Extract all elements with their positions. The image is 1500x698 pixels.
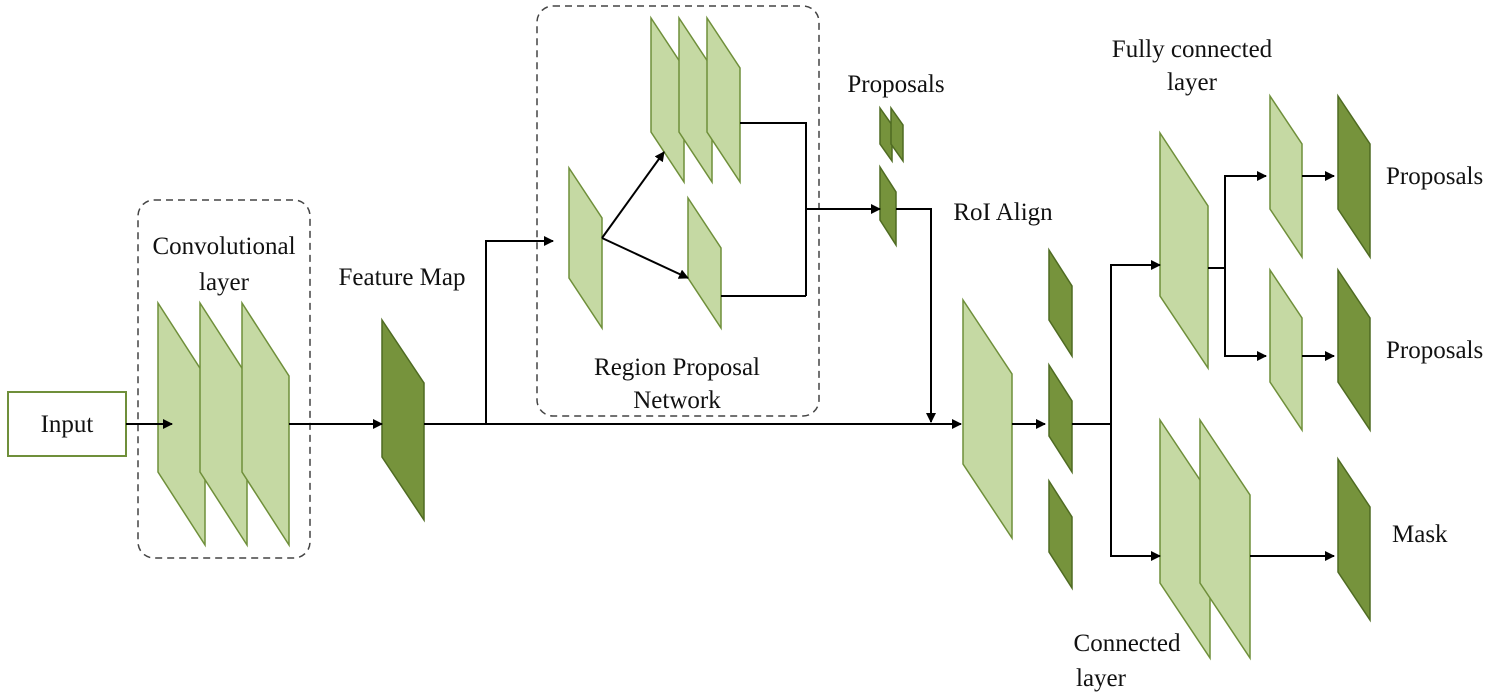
roi-feature-plane-3 bbox=[1048, 478, 1073, 591]
rpn-label-line1: Region Proposal bbox=[594, 354, 760, 381]
fc-label-line1: Fully connected bbox=[1112, 36, 1273, 63]
mask-plane bbox=[1337, 456, 1371, 623]
output-proposals-plane-1 bbox=[1337, 93, 1371, 260]
fc-layer-plane bbox=[1159, 130, 1209, 371]
mask-label: Mask bbox=[1392, 521, 1448, 548]
conv-layer-label-line1: Convolutional bbox=[152, 233, 295, 260]
roi-align-label: RoI Align bbox=[953, 199, 1053, 226]
rpn-cls-plane-2 bbox=[678, 15, 713, 185]
connected-layer-label-line1: Connected bbox=[1074, 630, 1181, 657]
line-cls-to-merge bbox=[740, 122, 807, 296]
proposals-plane bbox=[879, 164, 897, 248]
arrow-roi-to-connected bbox=[1110, 424, 1161, 561]
roi-align-plane bbox=[962, 297, 1013, 541]
fc-label-line2: layer bbox=[1167, 69, 1218, 96]
arrow-fc-to-reg bbox=[1224, 268, 1267, 361]
rpn-dashed-box bbox=[536, 5, 820, 417]
arrow-fc-to-cls bbox=[1224, 171, 1267, 268]
feature-map-plane bbox=[381, 317, 425, 523]
output-proposals-label-2: Proposals bbox=[1386, 337, 1483, 364]
roi-feature-plane-2 bbox=[1048, 362, 1073, 475]
conv-layer-dashed-box bbox=[137, 199, 311, 559]
rpn-cls-plane-1 bbox=[650, 15, 685, 185]
arrow-rpn-to-reg bbox=[601, 237, 689, 279]
arrow-proposals-to-roi-align bbox=[896, 208, 936, 423]
output-proposals-label-1: Proposals bbox=[1386, 163, 1483, 190]
output-proposals-plane-2 bbox=[1337, 267, 1371, 433]
conv-layer-plane-3 bbox=[241, 300, 290, 548]
input-label: Input bbox=[41, 411, 94, 438]
conv-layer-label-line2: layer bbox=[199, 269, 250, 296]
feature-map-label: Feature Map bbox=[338, 264, 465, 291]
proposals-small-plane-2 bbox=[890, 105, 904, 164]
input-box bbox=[7, 391, 127, 457]
proposals-small-plane-1 bbox=[879, 105, 893, 164]
rpn-input-plane bbox=[568, 165, 603, 331]
roi-feature-plane-1 bbox=[1048, 247, 1073, 359]
connected-layer-plane-2 bbox=[1199, 417, 1251, 661]
rpn-label-line2: Network bbox=[633, 387, 721, 414]
conv-layer-plane-2 bbox=[199, 300, 248, 548]
rpn-cls-plane-3 bbox=[706, 15, 741, 185]
connected-layer-plane-1 bbox=[1159, 417, 1211, 661]
arrow-feature-map-to-rpn bbox=[485, 236, 554, 424]
arrow-roi-to-fc bbox=[1110, 260, 1161, 424]
connected-layer-label-line2: layer bbox=[1076, 665, 1127, 692]
rpn-reg-plane bbox=[687, 195, 722, 331]
fc-cls-plane bbox=[1269, 93, 1303, 260]
fc-reg-plane bbox=[1269, 267, 1303, 433]
arrow-rpn-to-cls bbox=[601, 151, 665, 239]
proposals-top-label: Proposals bbox=[847, 71, 944, 98]
conv-layer-plane-1 bbox=[157, 300, 206, 548]
